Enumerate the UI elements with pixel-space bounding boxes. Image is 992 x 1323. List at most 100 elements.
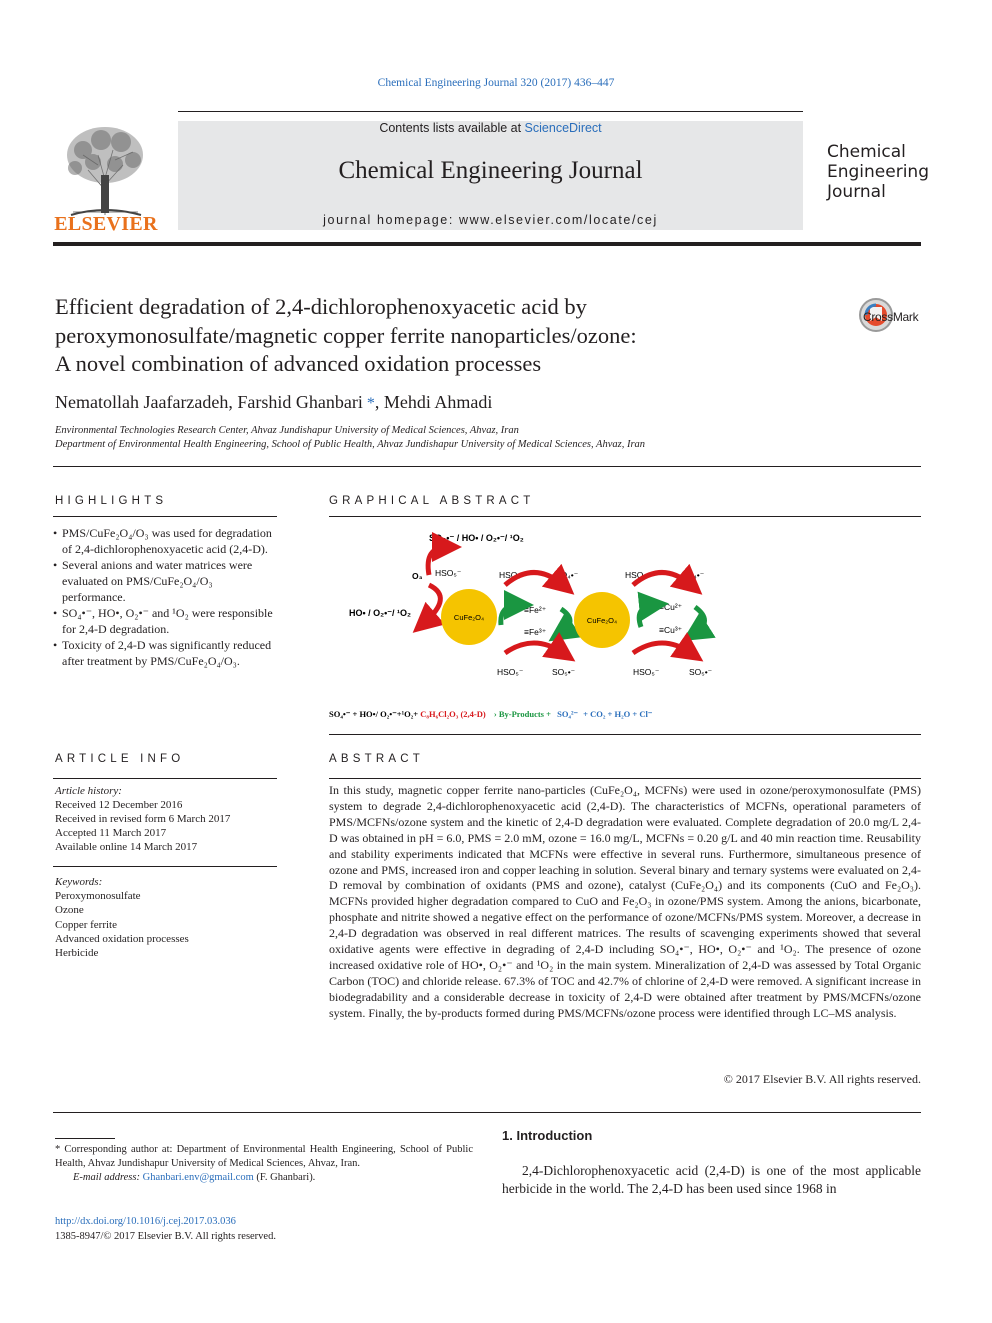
elsevier-tree-logo: [67, 127, 143, 216]
ga-red-arrow: [631, 563, 703, 595]
header-thick-divider: [53, 242, 921, 246]
ga-green-arrow: [548, 606, 582, 642]
author-name[interactable]: Mehdi Ahmadi: [383, 392, 493, 412]
ga-eq-arrow-arrowhead: ›: [494, 709, 497, 719]
keywords-label: Keywords:: [55, 876, 103, 888]
ga-hso5-label: HSO₅⁻: [435, 568, 462, 578]
email-suffix: (F. Ghanbari).: [253, 1172, 316, 1183]
journal-side-logo: Chemical Engineering Journal: [827, 142, 929, 202]
keyword-item: Ozone: [55, 904, 84, 917]
side-logo-line: Chemical: [827, 142, 906, 162]
highlights-heading: HIGHLIGHTS: [55, 495, 168, 507]
highlight-item: Toxicity of 2,4-D was significantly redu…: [53, 637, 277, 669]
affiliation: Environmental Technologies Research Cent…: [55, 425, 519, 436]
crossmark-label[interactable]: CrossMark: [863, 310, 919, 324]
homepage-url-link[interactable]: www.elsevier.com/locate/cej: [459, 213, 658, 227]
ga-eq-final: + CO₂ + H₂O + Cl⁻: [583, 709, 653, 719]
author-list: Nematollah Jaafarzadeh, Farshid Ghanbari…: [55, 392, 493, 412]
highlight-item: SO₄•⁻, HO•, O₂•⁻ and ¹O₂ were responsibl…: [53, 605, 277, 637]
ga-cu2-label: ≡Cu²⁺: [659, 602, 683, 612]
email-link[interactable]: Ghanbari.env@gmail.com: [142, 1172, 254, 1183]
ga-eq-byproducts: By-Products: [499, 709, 545, 719]
ga-hso5-label: HSO₅⁻: [497, 667, 524, 677]
ga-hso5-label: HSO₅⁻: [499, 570, 526, 580]
section-divider: [53, 466, 921, 467]
keyword-item: Peroxymonosulfate: [55, 890, 141, 903]
footnote: * Corresponding author at: Department of…: [55, 1143, 473, 1185]
ga-eq-substrate: C₈H₆Cl₂O₃ (2,4-D): [420, 709, 486, 719]
keyword-item: Herbicide: [55, 947, 99, 960]
ga-left-radicals-label: HO• / O₂•⁻/ ¹O₂: [349, 608, 411, 618]
sciencedirect-link[interactable]: ScienceDirect: [524, 121, 602, 135]
abstract-divider: [329, 778, 921, 779]
author-name[interactable]: Nematollah Jaafarzadeh: [55, 392, 229, 412]
ga-eq-reactants: SO₄•⁻ + HO•/ O₂•⁻+¹O₂+: [329, 709, 418, 719]
contents-prefix: Contents lists available at: [379, 121, 525, 135]
ga-hso5-label: HSO₅⁻: [633, 667, 660, 677]
introduction-heading: 1. Introduction: [502, 1128, 593, 1143]
title-line: Efficient degradation of 2,4-dichlorophe…: [55, 294, 587, 319]
ga-eq-sulfate: SO₄²⁻: [557, 709, 578, 719]
elsevier-wordmark: ELSEVIER: [54, 213, 158, 235]
catalyst-particle: [574, 592, 630, 648]
author-name[interactable]: Farshid Ghanbari: [237, 392, 363, 412]
highlights-divider: [53, 516, 277, 517]
copyright-notice: © 2017 Elsevier B.V. All rights reserved…: [723, 1072, 921, 1086]
ga-green-arrow: [498, 590, 534, 626]
ga-top-radicals-label: SO₄•⁻ / HO• / O₂•⁻/ ¹O₂: [429, 533, 524, 543]
ga-fe3-label: ≡Fe³⁺: [524, 627, 547, 637]
introduction-body: 2,4-Dichlorophenoxyacetic acid (2,4-D) i…: [502, 1163, 921, 1196]
article-history: Article history: Received 12 December 20…: [55, 784, 279, 854]
keywords: Keywords: Peroxymonosulfate Ozone Copper…: [55, 875, 279, 960]
history-item: Received 12 December 2016: [55, 799, 183, 811]
ga-o3-label: O₃: [412, 571, 423, 581]
history-label: Article history:: [55, 785, 122, 797]
catalyst-label: CuFe₂O₄: [454, 613, 484, 622]
ga-red-arrow: [631, 632, 704, 662]
ga-red-arrow: [412, 582, 446, 633]
highlights-list: PMS/CuFe₂O₄/O₃ was used for degradation …: [53, 525, 277, 669]
ga-so5-label: SO₅•⁻: [689, 667, 713, 677]
graphical-abstract-heading: GRAPHICAL ABSTRACT: [329, 495, 535, 507]
doi-link[interactable]: http://dx.doi.org/10.1016/j.cej.2017.03.…: [55, 1216, 236, 1227]
corresponding-author-marker[interactable]: *: [362, 395, 375, 412]
ga-green-arrow: [636, 591, 669, 628]
ga-red-arrow: [503, 563, 575, 595]
side-logo-line: Journal: [827, 182, 886, 202]
journal-title: Chemical Engineering Journal: [338, 157, 643, 184]
homepage-prefix: journal homepage:: [323, 213, 459, 227]
email-label: E-mail address:: [73, 1172, 143, 1183]
catalyst-label: CuFe₂O₄: [587, 616, 617, 625]
graphical-abstract-divider: [329, 516, 921, 517]
graphical-abstract-figure: SO₄•⁻ / HO• / O₂•⁻/ ¹O₂ O₃ HSO₅⁻ HO• / O…: [329, 532, 716, 719]
history-item: Accepted 11 March 2017: [55, 827, 167, 839]
ga-red-arrow: [503, 632, 576, 662]
affiliation: Department of Environmental Health Engin…: [55, 439, 646, 450]
ga-green-arrow: [682, 604, 716, 642]
article-info-heading: ARTICLE INFO: [55, 753, 185, 765]
header-divider: [178, 111, 803, 112]
keywords-divider: [53, 866, 277, 867]
issn-line: 1385-8947/© 2017 Elsevier B.V. All right…: [55, 1231, 276, 1242]
highlight-item: Several anions and water matrices were e…: [53, 557, 277, 605]
catalyst-particle: [441, 589, 497, 645]
email-line: E-mail address: Ghanbari.env@gmail.com (…: [55, 1171, 473, 1185]
history-item: Available online 14 March 2017: [55, 841, 198, 853]
ga-fe2-label: ≡Fe²⁺: [524, 605, 547, 615]
side-logo-line: Engineering: [827, 162, 929, 182]
keyword-item: Copper ferrite: [55, 918, 117, 931]
article-info-divider: [53, 778, 277, 779]
ga-so5-label: SO₅•⁻: [552, 667, 576, 677]
ga-cu3-label: ≡Cu³⁺: [659, 625, 683, 635]
journal-banner: [178, 121, 803, 230]
contents-line: Contents lists available at ScienceDirec…: [178, 121, 803, 135]
footnote-divider: [55, 1138, 115, 1139]
crossmark-icon[interactable]: [826, 297, 926, 333]
ga-eq-plus: +: [546, 709, 551, 719]
corresponding-author-note: * Corresponding author at: Department of…: [55, 1144, 473, 1169]
keyword-item: Advanced oxidation processes: [55, 932, 189, 945]
ga-hso5-label: HSO₅⁻: [625, 570, 652, 580]
journal-reference-link[interactable]: Chemical Engineering Journal 320 (2017) …: [377, 77, 615, 89]
title-line: peroxymonosulfate/magnetic copper ferrit…: [55, 322, 637, 348]
abstract-body: In this study, magnetic copper ferrite n…: [329, 783, 921, 1020]
